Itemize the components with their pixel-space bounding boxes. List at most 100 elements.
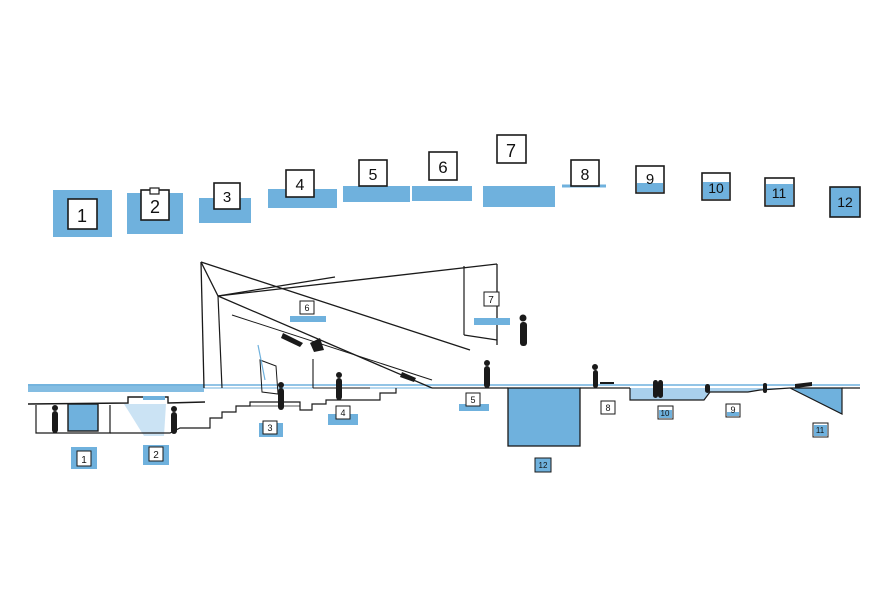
person-figure [52,411,58,433]
legend-10-water [703,182,729,199]
terraced-steps [205,388,397,429]
tag-10-label: 10 [661,409,670,418]
legend-item-4: 4 [268,169,337,208]
tag-6-label: 6 [304,303,309,313]
legend-item-8: 8 [562,159,606,188]
legend-5-label: 5 [369,167,378,184]
legend-item-12: 12 [829,186,861,218]
tag-7-label: 7 [488,295,494,306]
tag-12: 12 [534,457,552,473]
tag-1-label: 1 [81,455,87,466]
tag-6: 6 [290,300,326,322]
tag-8-label: 8 [605,403,610,413]
legend-item-7: 7 [483,134,555,207]
person-figure-head [592,364,598,370]
person-sitting [310,338,324,352]
legend-7-box [496,134,527,164]
person-sitting [400,372,416,382]
legend-5-water [343,186,410,202]
legend-item-1: 1 [53,190,112,237]
tag-8: 8 [600,400,616,415]
legend-1-box [67,198,98,230]
person-figure [653,380,658,398]
tag-1: 1 [71,447,97,469]
legend-2-label: 2 [150,197,160,217]
legend-1-label: 1 [77,206,87,226]
person-figure-head [278,382,284,388]
tag-11-label: 11 [816,426,825,435]
left-ground [27,396,206,436]
water-beam-2 [124,404,166,436]
legend-item-3: 3 [199,182,251,223]
person-figure [484,366,490,388]
legend-item-10: 10 [701,172,731,201]
skylight-2 [143,396,165,400]
tag-5-label: 5 [470,395,475,405]
legend-row: 1 2 3 4 5 6 [53,134,861,237]
swimmer-figure [763,383,767,393]
tag-4: 4 [328,405,358,425]
person-figure [278,388,284,410]
legend-6-water [412,186,472,201]
legend-7-water [483,186,555,207]
legend-6-box [428,151,458,181]
person-figure [171,412,177,434]
person-figure [593,370,598,388]
sloped-beach-11 [789,387,843,415]
person-figure-head [52,405,58,411]
legend-6-label: 6 [438,158,447,177]
legend-10-label: 10 [708,180,724,196]
section-drawing: 1 2 3 4 5 [27,261,860,473]
tag-2: 2 [143,445,169,465]
legend-12-box [829,186,861,218]
building-structure [200,261,498,395]
pool-1 [67,403,99,432]
tag-11: 11 [812,422,829,438]
legend-12-label: 12 [837,194,853,210]
tag-2-label: 2 [153,450,159,461]
legend-11-water [766,184,793,205]
tag-7: 7 [474,291,510,325]
tag-9-label: 9 [730,405,735,415]
legend-11-label: 11 [772,185,787,201]
legend-8-label: 8 [581,167,590,184]
tag-3-label: 3 [267,423,272,433]
legend-4-label: 4 [296,177,305,194]
section-tags: 1 2 3 4 5 [71,291,829,473]
legend-9-label: 9 [646,171,654,188]
legend-item-6: 6 [412,151,472,201]
water-band-left [28,384,204,392]
person-figure-head [484,360,490,366]
legend-3-box [213,182,241,210]
person-floating [795,382,812,388]
swimmer-figure [705,384,710,393]
legend-4-box [285,169,315,198]
legend-5-box [358,159,388,187]
tag-12-label: 12 [539,461,548,470]
person-figure [658,380,663,398]
legend-7-label: 7 [506,141,516,161]
tag-3: 3 [259,420,283,437]
deep-pool-12 [507,387,581,447]
legend-item-11: 11 [764,177,795,207]
legend-item-9: 9 [635,165,665,194]
tag-4-label: 4 [340,408,345,418]
tag-10: 10 [657,405,674,420]
legend-item-5: 5 [343,159,410,202]
shallow-pool-10 [629,387,791,401]
tag-9: 9 [725,403,741,418]
person-figure-head [519,314,527,322]
tag-5: 5 [459,392,489,411]
legend-3-label: 3 [223,189,231,206]
legend-item-2: 2 [127,187,183,234]
legend-2-box [140,189,170,221]
waterfront-deck [432,387,860,447]
person-figure [520,322,527,346]
person-figure-head [336,372,342,378]
people-figures [52,314,812,434]
person-lying [281,333,303,347]
legend-2-notch [149,187,160,195]
person-figure [336,378,342,400]
legend-9-water [637,183,663,192]
